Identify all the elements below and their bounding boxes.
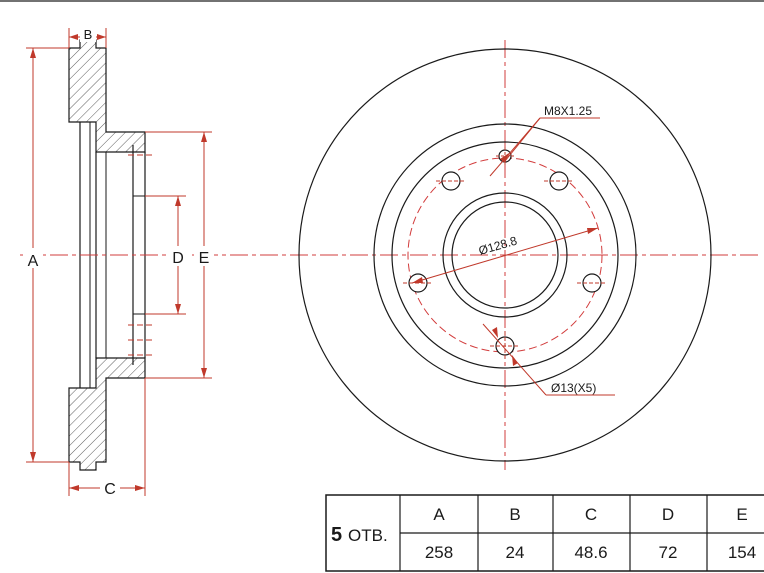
- hole-label: Ø13(X5): [551, 381, 596, 395]
- side-view: [20, 39, 760, 471]
- hub-edge: [391, 141, 619, 369]
- spec-table: 5 ОТВ. A B C D E 258 24 48.6 72 154: [325, 494, 764, 572]
- value-a: 258: [425, 543, 453, 562]
- hole-callout: Ø13(X5): [482, 323, 615, 396]
- thread-label: M8X1.25: [544, 104, 592, 118]
- value-b: 24: [506, 543, 525, 562]
- label-a: A: [28, 253, 39, 270]
- header-d: D: [662, 505, 674, 524]
- center-bore-inner: [451, 201, 559, 309]
- center-bore: [442, 192, 568, 318]
- disc-outer-edge: [298, 48, 712, 462]
- label-e: E: [199, 250, 210, 267]
- thread-callout: M8X1.25: [489, 104, 600, 177]
- holes-unit: ОТВ.: [348, 526, 388, 545]
- front-view: M8X1.25 Ø128.8 Ø13(X5): [298, 40, 712, 470]
- holes-count: 5: [331, 524, 342, 546]
- friction-inner-edge: [373, 123, 637, 387]
- value-d: 72: [659, 543, 678, 562]
- dimension-c: C: [68, 378, 146, 498]
- header-e: E: [736, 505, 747, 524]
- pcd-label: Ø128.8: [477, 233, 519, 257]
- dimension-e: E: [145, 131, 214, 379]
- label-b: B: [84, 27, 93, 42]
- header-b: B: [509, 505, 520, 524]
- header-c: C: [585, 505, 597, 524]
- dimension-a: A: [23, 47, 69, 463]
- value-e: 154: [728, 543, 756, 562]
- value-c: 48.6: [574, 543, 607, 562]
- label-d: D: [172, 250, 184, 267]
- dimension-d: D: [145, 195, 188, 315]
- label-c: C: [104, 481, 116, 498]
- dimension-b: B: [68, 26, 107, 48]
- header-a: A: [433, 505, 445, 524]
